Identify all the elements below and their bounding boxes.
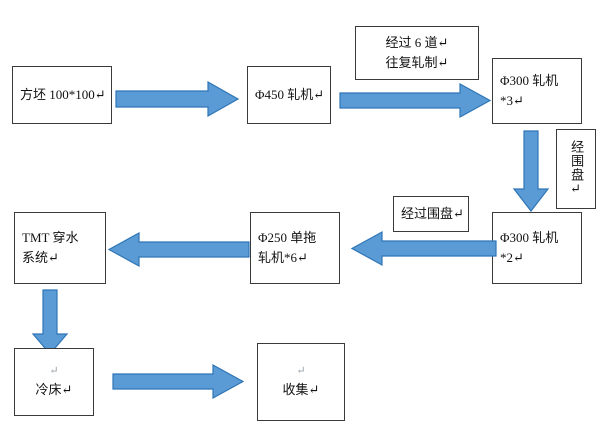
arrow-300x2-to-250 bbox=[350, 230, 497, 267]
arrow-billet-to-450 bbox=[115, 80, 240, 118]
tmt-line-2: 系统↵ bbox=[22, 250, 59, 265]
arrow-cooling-bed-to-collection bbox=[112, 363, 245, 400]
note-six-pass-box: 经过 6 道↵ 往复轧制↵ bbox=[355, 26, 479, 80]
mill-450-box-line-1: Φ450 轧机↵ bbox=[255, 86, 325, 102]
tmt-line-1: TMT 穿水 bbox=[22, 229, 79, 245]
mill-450-box: Φ450 轧机↵ bbox=[247, 66, 331, 124]
mill-300-x3-box: Φ300 轧机 *3↵ bbox=[492, 58, 582, 124]
mill-250-line-1: Φ250 单拖 bbox=[258, 229, 317, 245]
note-through-coiler-line-1: 经过围盘↵ bbox=[401, 205, 464, 221]
arrow-tmt-to-cooling-bed bbox=[31, 289, 69, 355]
collection-line-2: 收集↵ bbox=[282, 382, 320, 398]
collection-box: ↵ 收集↵ bbox=[257, 343, 345, 421]
arrow-450-to-300x3 bbox=[339, 82, 492, 119]
note-through-coiler-box: 经过围盘↵ bbox=[393, 196, 469, 232]
mill-300-x2-line-1: Φ300 轧机 bbox=[500, 229, 559, 245]
mill-250-line-2: 轧机*6↵ bbox=[258, 250, 308, 265]
billet-box: 方坯 100*100↵ bbox=[12, 66, 112, 124]
cooling-bed-line-2: 冷床↵ bbox=[35, 382, 73, 398]
note-coiler-vertical-line-1: 经围盘↵ bbox=[569, 140, 585, 198]
mill-250-box: Φ250 单拖 轧机*6↵ bbox=[250, 212, 340, 284]
arrow-250-to-tmt bbox=[107, 231, 250, 268]
billet-box-line-1: 方坯 100*100↵ bbox=[20, 86, 106, 102]
cooling-bed-line-1: ↵ bbox=[49, 365, 59, 378]
mill-300-x2-line-2: *2↵ bbox=[500, 250, 524, 265]
note-six-pass-line-1: 经过 6 道↵ bbox=[385, 34, 449, 50]
mill-300-x3-line-1: Φ300 轧机 bbox=[500, 72, 559, 88]
collection-line-1: ↵ bbox=[296, 365, 306, 378]
mill-300-x2-box: Φ300 轧机 *2↵ bbox=[492, 212, 582, 284]
tmt-water-cooling-box: TMT 穿水 系统↵ bbox=[14, 212, 106, 284]
note-six-pass-line-2: 往复轧制↵ bbox=[385, 55, 449, 70]
mill-300-x3-line-2: *3↵ bbox=[500, 93, 524, 108]
arrow-300x3-to-300x2 bbox=[512, 130, 550, 212]
cooling-bed-box: ↵ 冷床↵ bbox=[14, 348, 94, 416]
note-coiler-vertical-box: 经围盘↵ bbox=[556, 129, 596, 209]
